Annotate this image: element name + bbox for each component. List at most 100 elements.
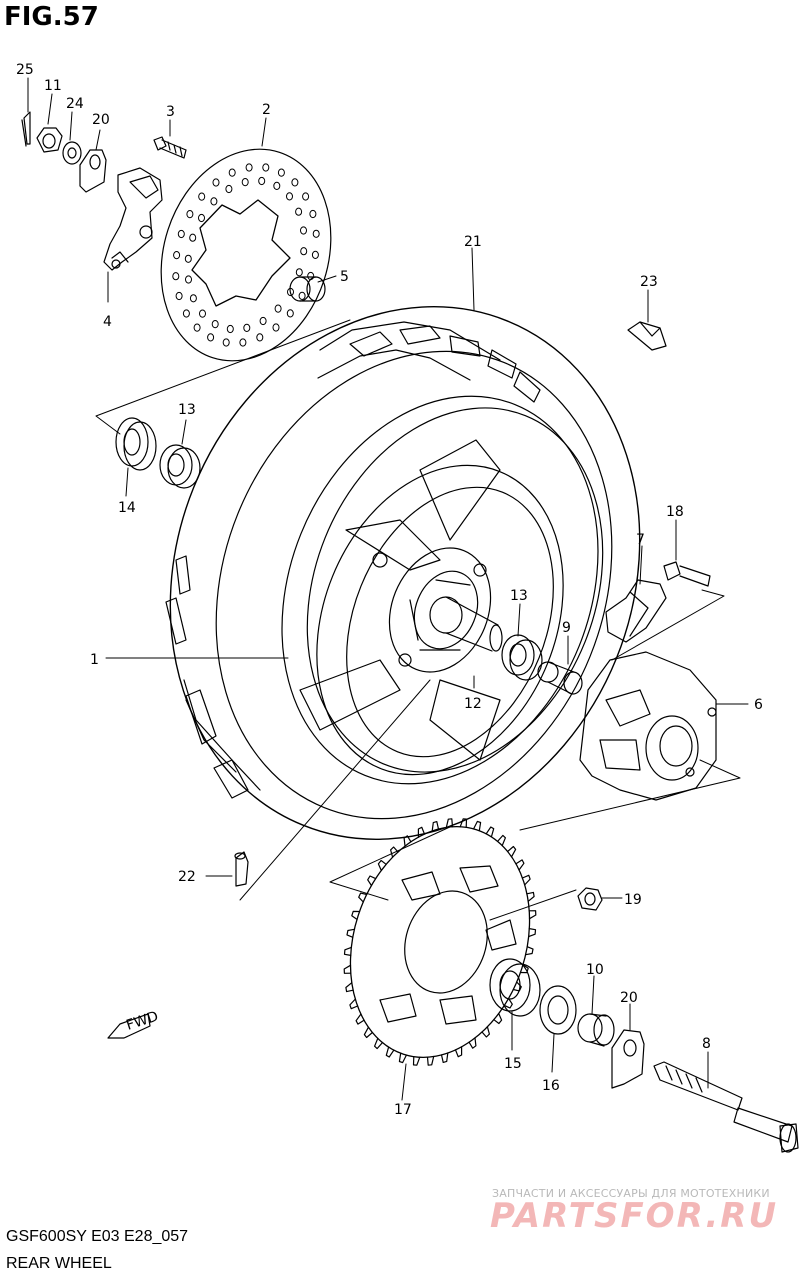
guide-lines	[95, 319, 741, 921]
callout-13-right: 13	[510, 588, 528, 604]
bolt-3	[153, 136, 187, 159]
sprocket-tooth	[445, 818, 454, 829]
disc-hole	[259, 316, 267, 326]
oil-seal-16	[539, 985, 577, 1035]
figure-title: FIG.57	[4, 2, 99, 32]
disc-hole	[256, 333, 264, 342]
leader-lines	[27, 77, 749, 1101]
rear-sprocket	[343, 818, 537, 1066]
sprocket-tooth	[431, 820, 440, 832]
bearing-15	[489, 958, 541, 1017]
plate-20-upper	[79, 149, 107, 193]
sprocket-tooth	[349, 998, 359, 1010]
collar-5	[289, 276, 326, 302]
disc-hole	[211, 320, 219, 329]
disc-hole	[302, 192, 310, 201]
disc-hole	[198, 192, 206, 201]
callout-17: 17	[394, 1102, 412, 1118]
disc-hole	[185, 275, 192, 284]
bearing-14	[115, 417, 157, 471]
sprocket-tooth	[398, 1052, 407, 1064]
clip-23	[627, 321, 667, 351]
sprocket-tooth	[459, 818, 468, 829]
sprocket-tooth	[374, 1037, 383, 1050]
wheel-rim	[299, 439, 564, 776]
callout-13-left: 13	[178, 402, 196, 418]
disc-hole	[189, 294, 197, 303]
sprocket-tooth	[355, 1013, 365, 1025]
callout-5: 5	[340, 269, 349, 285]
disc-hole	[241, 178, 249, 187]
disc-hole	[199, 309, 206, 318]
callout-8: 8	[702, 1036, 711, 1052]
disc-hole	[245, 163, 253, 172]
sprocket-tooth	[521, 874, 531, 886]
bolt-18	[663, 561, 711, 587]
disc-hole	[243, 323, 251, 332]
sprocket-tooth	[507, 845, 517, 858]
watermark-logo: PARTSFOR.RU	[490, 1196, 779, 1236]
sprocket-tooth	[367, 875, 377, 887]
callout-11: 11	[44, 78, 62, 94]
sprocket-tooth	[358, 892, 368, 903]
plate-20-lower	[611, 1029, 645, 1089]
disc-hole	[177, 229, 185, 239]
nut-19	[577, 887, 603, 911]
callout-2: 2	[262, 102, 271, 118]
disc-hole	[175, 291, 183, 301]
callout-10: 10	[586, 962, 604, 978]
sprocket-tooth	[377, 859, 387, 872]
disc-hole	[198, 213, 205, 223]
sprocket-tooth	[497, 834, 506, 847]
sprocket-tooth	[512, 981, 522, 992]
sprocket-tooth	[412, 1055, 421, 1066]
sprocket-tooth	[519, 963, 529, 974]
brake-disc	[160, 148, 332, 362]
air-valve	[234, 851, 249, 887]
callout-21: 21	[464, 234, 482, 250]
tire	[169, 306, 641, 840]
washer-24	[62, 141, 82, 165]
disc-hole	[311, 250, 319, 259]
sprocket-tooth	[528, 927, 537, 938]
disc-hole	[228, 168, 236, 177]
sprocket-tooth	[363, 1026, 373, 1039]
sprocket-tooth	[503, 997, 513, 1009]
nut-11	[36, 127, 63, 153]
sprocket-tooth	[481, 1026, 490, 1038]
disc-hole	[226, 324, 234, 334]
sprocket-tooth	[426, 1055, 435, 1066]
sprocket-tooth	[417, 826, 426, 838]
disc-hole	[222, 338, 230, 347]
spacer-12	[429, 596, 503, 652]
sprocket-tooth	[343, 964, 352, 974]
sprocket-tooth	[526, 891, 535, 902]
sprocket-tooth	[473, 820, 482, 832]
disc-hole	[300, 247, 308, 256]
axle-8	[653, 1061, 799, 1153]
caliper-bracket	[103, 167, 163, 271]
disc-hole	[189, 233, 197, 242]
spacer-9	[537, 661, 583, 695]
disc-hole	[258, 176, 266, 186]
callout-22: 22	[178, 869, 196, 885]
disc-hole	[225, 184, 233, 194]
disc-hole	[312, 229, 320, 238]
sprocket-tooth	[524, 946, 534, 956]
callout-20-upper: 20	[92, 112, 110, 128]
disc-hole	[309, 209, 317, 219]
callout-1: 1	[90, 652, 99, 668]
disc-hole	[273, 181, 281, 190]
sprocket-drum	[579, 651, 717, 801]
callout-3: 3	[166, 104, 175, 120]
disc-hole	[272, 323, 280, 332]
disc-hole	[262, 163, 270, 172]
sprocket-tooth	[351, 910, 361, 921]
disc-hole	[274, 304, 282, 313]
bearing-13-left	[159, 444, 201, 489]
callout-24: 24	[66, 96, 84, 112]
sprocket-tooth	[385, 1046, 395, 1058]
disc-hole	[286, 192, 293, 201]
callout-16: 16	[542, 1078, 560, 1094]
disc-hole	[295, 207, 303, 216]
